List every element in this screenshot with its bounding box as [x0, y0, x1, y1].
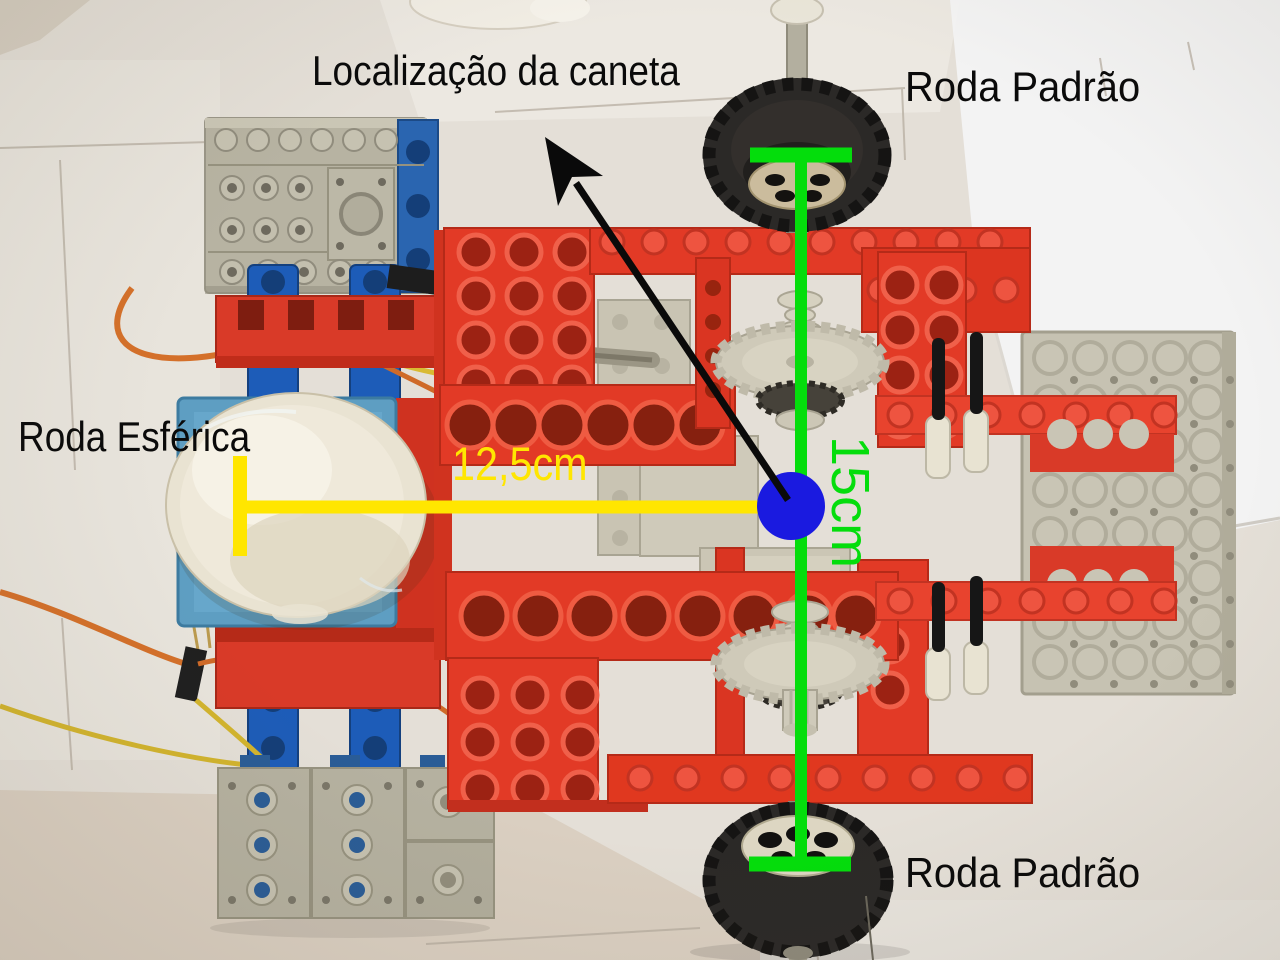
pencil-lines: [0, 41, 1195, 960]
bottom-wheel-label: Roda Padrão: [905, 849, 1141, 896]
pen-arrow-shaft: [573, 181, 791, 502]
vertical-distance-label: 15cm: [820, 436, 880, 569]
black-pins: [925, 332, 989, 701]
pen-location-label: Localização da caneta: [312, 47, 680, 94]
wire-connector: [174, 646, 208, 702]
measurement-overlay: [233, 137, 852, 872]
pen-location-dot: [757, 472, 825, 540]
wire-connector: [386, 264, 446, 296]
gray-brick-stack: [204, 117, 439, 294]
top-wheel-label: Roda Padrão: [905, 63, 1141, 110]
white-plastic-object: [409, 0, 590, 30]
gray-baseplate: [1020, 330, 1236, 696]
spherical-wheel-label: Roda Esférica: [18, 413, 251, 460]
pen-arrow-head: [545, 137, 603, 206]
horizontal-distance-label: 12,5cm: [452, 437, 588, 490]
